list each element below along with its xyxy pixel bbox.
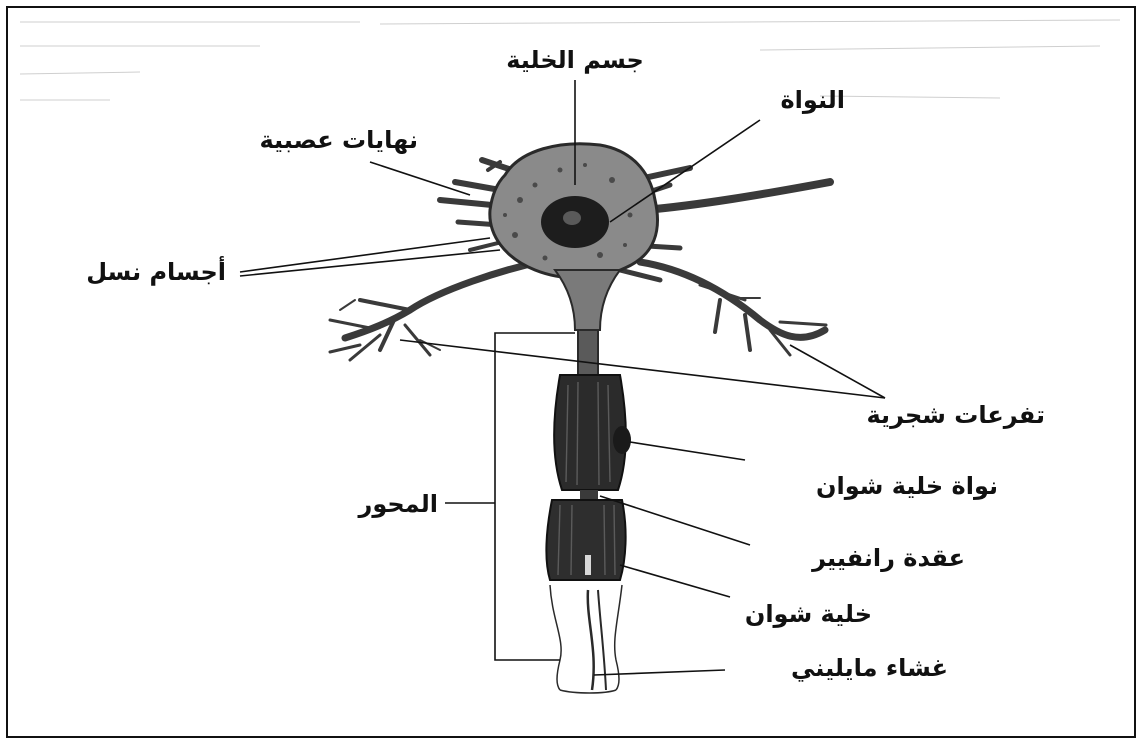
label-nissl-bodies: أجسام نسل <box>86 256 226 286</box>
myelin-sheath-open <box>550 585 622 693</box>
schwann-nucleus-bump <box>613 426 631 454</box>
label-nerve-endings: نهايات عصبية <box>259 126 418 154</box>
label-dendrites: تفرعات شجرية <box>867 401 1046 429</box>
label-schwann-nucleus: نواة خلية شوان <box>816 472 998 500</box>
nucleolus <box>563 211 581 225</box>
label-nucleus: النواة <box>781 86 845 114</box>
axon-core <box>578 330 598 375</box>
label-cell-body: جسم الخلية <box>506 46 644 74</box>
label-schwann-cell: خلية شوان <box>745 600 872 628</box>
axon-gap <box>585 555 591 575</box>
label-node-of-ranvier: عقدة رانفيير <box>811 544 965 572</box>
ranvier-node <box>580 490 598 500</box>
label-axon: المحور <box>358 490 439 518</box>
label-myelin-sheath: غشاء مايليني <box>791 654 948 682</box>
labels: جسم الخلية النواة نهايات عصبية أجسام نسل… <box>86 46 1045 682</box>
axon-hillock <box>555 270 620 330</box>
